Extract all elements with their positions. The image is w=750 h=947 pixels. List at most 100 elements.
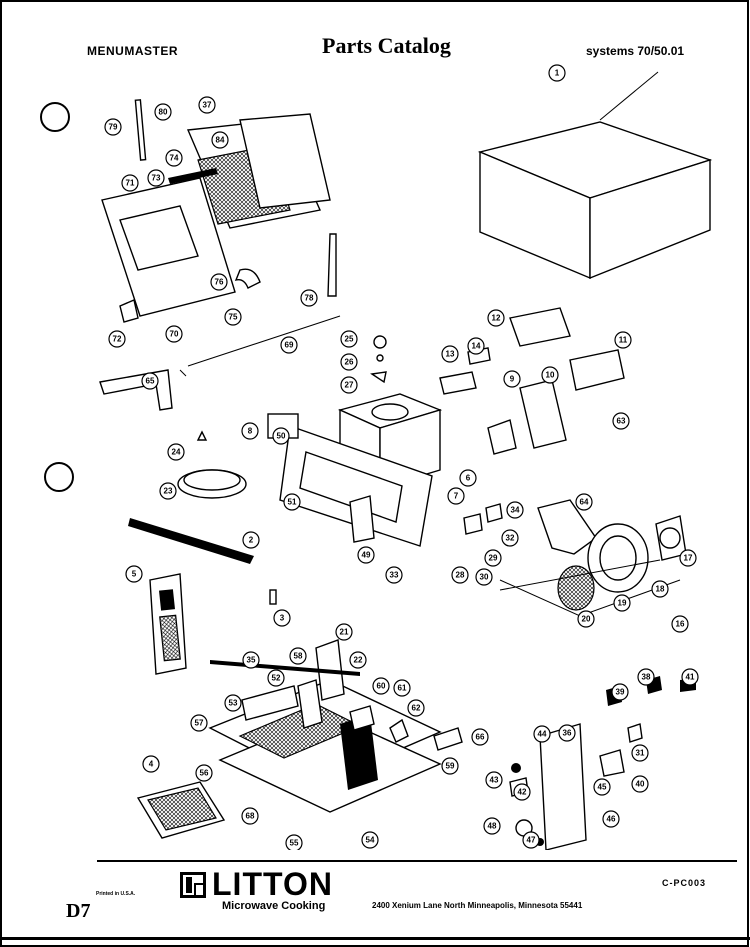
callout-43: 43 [485,771,503,789]
svg-text:11: 11 [619,336,628,345]
callout-47: 47 [522,831,540,849]
svg-text:2: 2 [249,536,254,545]
callout-73: 73 [147,169,165,187]
page-title: Parts Catalog [322,33,451,58]
svg-text:44: 44 [538,730,547,739]
svg-text:78: 78 [305,294,314,303]
callout-46: 46 [602,810,620,828]
svg-text:8: 8 [248,427,253,436]
svg-text:36: 36 [563,729,572,738]
svg-text:48: 48 [488,822,497,831]
svg-text:50: 50 [277,432,286,441]
callout-78: 78 [300,289,318,307]
callout-8: 8 [241,422,259,440]
model-systems: systems 70/50.01 [586,44,685,58]
callout-5: 5 [125,565,143,583]
callout-25: 25 [340,330,358,348]
callout-60: 60 [372,677,390,695]
svg-text:61: 61 [398,684,407,693]
svg-text:14: 14 [472,342,481,351]
svg-text:55: 55 [290,839,299,848]
document-code: C-PC003 [662,878,707,888]
svg-text:38: 38 [642,673,651,682]
callout-55: 55 [285,834,303,850]
callout-62: 62 [407,699,425,717]
callout-20: 20 [577,610,595,628]
svg-text:4: 4 [149,760,154,769]
svg-text:76: 76 [215,278,224,287]
svg-text:43: 43 [490,776,499,785]
svg-text:46: 46 [607,815,616,824]
svg-text:84: 84 [216,136,225,145]
exploded-parts-diagram: 1 2 3 4 5 6 7 8 9 10 11 12 13 14 16 17 1… [99,64,713,850]
callout-1: 1 [548,64,566,82]
svg-text:20: 20 [582,615,591,624]
callout-29: 29 [484,549,502,567]
callout-72: 72 [108,330,126,348]
svg-text:70: 70 [170,330,179,339]
printed-note: Printed in U.S.A. [96,891,136,897]
callout-76: 76 [210,273,228,291]
svg-text:39: 39 [616,688,625,697]
svg-text:79: 79 [109,123,118,132]
callout-79: 79 [104,118,122,136]
callout-42: 42 [513,783,531,801]
callout-41: 41 [681,668,699,686]
callout-6: 6 [459,469,477,487]
svg-text:42: 42 [518,788,527,797]
control-panel [149,573,187,675]
callout-18: 18 [651,580,669,598]
footer-divider [97,860,737,862]
logo-subtitle: Microwave Cooking [222,900,326,912]
callout-24: 24 [167,443,185,461]
callout-10: 10 [541,366,559,384]
callout-21: 21 [335,623,353,641]
svg-text:65: 65 [146,377,155,386]
svg-text:10: 10 [546,371,555,380]
svg-text:68: 68 [246,812,255,821]
svg-text:40: 40 [636,780,645,789]
svg-text:52: 52 [272,674,281,683]
callout-36: 36 [558,724,576,742]
svg-text:3: 3 [280,614,285,623]
callout-12: 12 [487,309,505,327]
svg-text:49: 49 [362,551,371,560]
svg-text:34: 34 [511,506,520,515]
callout-39: 39 [611,683,629,701]
callout-70: 70 [165,325,183,343]
callout-44: 44 [533,725,551,743]
svg-text:56: 56 [200,769,209,778]
svg-text:25: 25 [345,335,354,344]
litton-logo: LITTON [180,866,333,903]
callout-66: 66 [471,728,489,746]
callout-50: 50 [272,427,290,445]
callout-68: 68 [241,807,259,825]
company-address: 2400 Xenium Lane North Minneapolis, Minn… [372,901,583,910]
callout-53: 53 [224,694,242,712]
callout-9: 9 [503,370,521,388]
callout-64: 64 [575,493,593,511]
svg-text:19: 19 [618,599,627,608]
svg-text:1: 1 [555,69,560,78]
callout-38: 38 [637,668,655,686]
svg-text:33: 33 [390,571,399,580]
svg-text:5: 5 [132,570,137,579]
svg-text:21: 21 [340,628,349,637]
callout-7: 7 [447,487,465,505]
callout-69: 69 [280,336,298,354]
callout-19: 19 [613,594,631,612]
litton-logo-icon [180,871,206,898]
callout-30: 30 [475,568,493,586]
callout-40: 40 [631,775,649,793]
callout-61: 61 [393,679,411,697]
callout-16: 16 [671,615,689,633]
svg-text:17: 17 [684,554,693,563]
callout-56: 56 [195,764,213,782]
svg-text:73: 73 [152,174,161,183]
brand-name: MENUMASTER [87,44,178,58]
callout-71: 71 [121,174,139,192]
svg-text:37: 37 [203,101,212,110]
svg-text:30: 30 [480,573,489,582]
callout-57: 57 [190,714,208,732]
